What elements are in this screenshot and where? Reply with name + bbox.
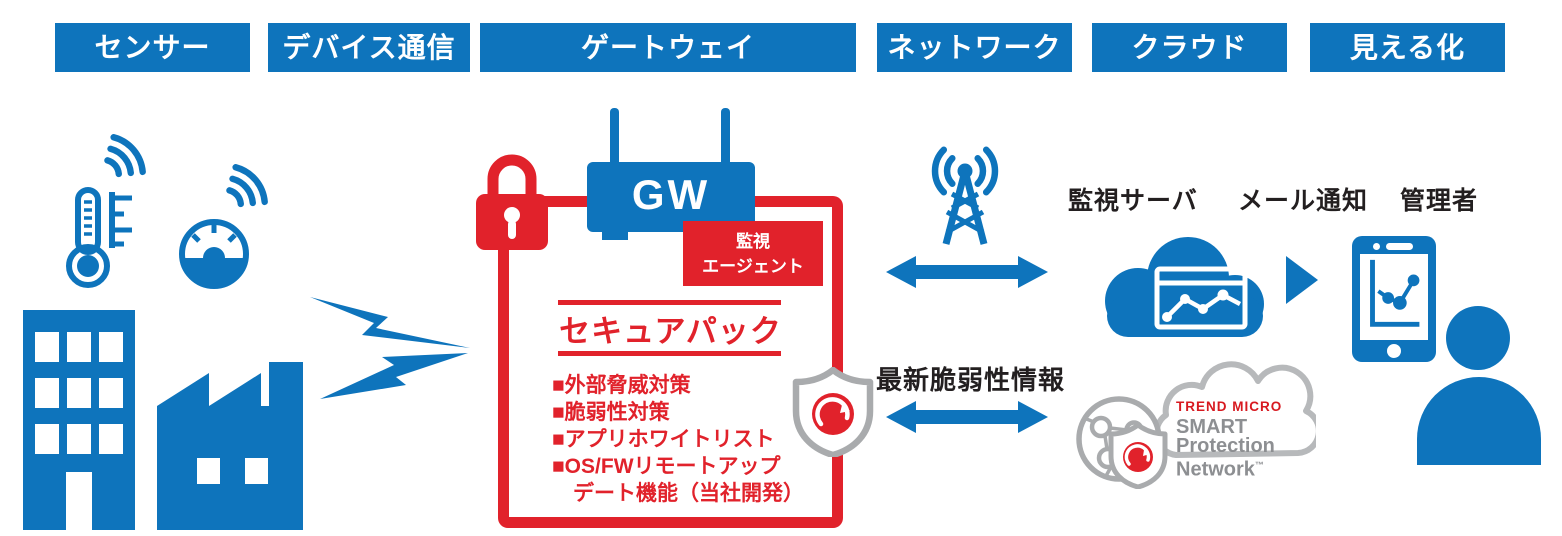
mail-notification-label: メール通知 xyxy=(1238,187,1369,215)
trendmicro-shield-icon xyxy=(1107,422,1169,494)
gateway-antenna-icon xyxy=(721,108,730,166)
gauge-sensor-icon xyxy=(176,216,252,297)
phone-screen xyxy=(1360,254,1428,340)
column-header-visualization: 見える化 xyxy=(1310,23,1505,72)
wifi-signal-icon xyxy=(100,124,148,187)
double-arrow-icon xyxy=(886,400,1048,439)
smartphone-icon xyxy=(1352,236,1436,362)
spn-name-line: Network™ xyxy=(1176,458,1264,481)
gateway-router-icon: GW xyxy=(587,162,755,232)
gateway-antenna-icon xyxy=(610,108,619,166)
feature-item: ■アプリホワイトリスト xyxy=(552,428,775,451)
administrator-person-body xyxy=(1417,377,1541,465)
gateway-foot xyxy=(602,230,628,240)
phone-home-button xyxy=(1387,344,1401,358)
secure-pack-rule-bottom xyxy=(558,351,781,356)
feature-item: ■脆弱性対策 xyxy=(552,401,670,424)
column-header-sensor: センサー xyxy=(55,23,250,72)
cloud-server-icon xyxy=(1083,231,1273,346)
monitoring-agent-badge: 監視 エージェント xyxy=(683,221,823,286)
phone-speaker-bar xyxy=(1386,243,1413,250)
column-header-gateway: ゲートウェイ xyxy=(480,23,856,72)
radio-tower-icon xyxy=(914,146,1016,253)
feature-item: ■OS/FWリモートアップ xyxy=(552,455,781,478)
spn-logo-text: TREND MICRO SMART Protection Network™ xyxy=(1176,399,1282,480)
right-arrow-icon xyxy=(1286,256,1318,304)
thermometer-sensor-icon xyxy=(64,186,136,295)
double-arrow-icon xyxy=(886,255,1048,294)
lightning-link-icon xyxy=(310,293,470,406)
secure-pack-feature-list: ■外部脅威対策 ■脆弱性対策 ■アプリホワイトリスト ■OS/FWリモートアップ… xyxy=(552,372,838,507)
trendmicro-shield-icon xyxy=(792,366,874,462)
monitoring-agent-line2: エージェント xyxy=(702,256,804,276)
administrator-person-icon xyxy=(1446,306,1510,370)
column-header-network: ネットワーク xyxy=(877,23,1072,72)
feature-item: デート機能（当社開発） xyxy=(573,482,804,505)
padlock-icon xyxy=(476,152,548,255)
monitoring-agent-line1: 監視 xyxy=(736,232,770,251)
latest-vulnerability-label: 最新脆弱性情報 xyxy=(876,365,1066,395)
wifi-signal-icon xyxy=(222,154,270,217)
monitoring-server-label: 監視サーバ xyxy=(1068,187,1198,215)
phone-chart-icon xyxy=(1370,259,1420,327)
column-header-device-comm: デバイス通信 xyxy=(268,23,470,72)
feature-item: ■外部脅威対策 xyxy=(552,374,691,397)
office-building-icon xyxy=(23,310,135,530)
factory-icon xyxy=(157,360,303,535)
gateway-device-label: GW xyxy=(631,171,711,218)
spn-brand: TREND MICRO xyxy=(1176,399,1283,414)
trademark-symbol: ™ xyxy=(1254,460,1264,470)
spn-name-line: Protection xyxy=(1176,435,1275,457)
spn-name-line: SMART xyxy=(1176,416,1248,438)
administrator-label: 管理者 xyxy=(1400,187,1479,215)
secure-pack-title: セキュアパック xyxy=(559,314,782,349)
phone-speaker-dot xyxy=(1373,243,1380,250)
spn-cloud-outline-icon xyxy=(1136,355,1322,490)
secure-pack-rule-top xyxy=(558,300,781,305)
column-header-cloud: クラウド xyxy=(1092,23,1287,72)
